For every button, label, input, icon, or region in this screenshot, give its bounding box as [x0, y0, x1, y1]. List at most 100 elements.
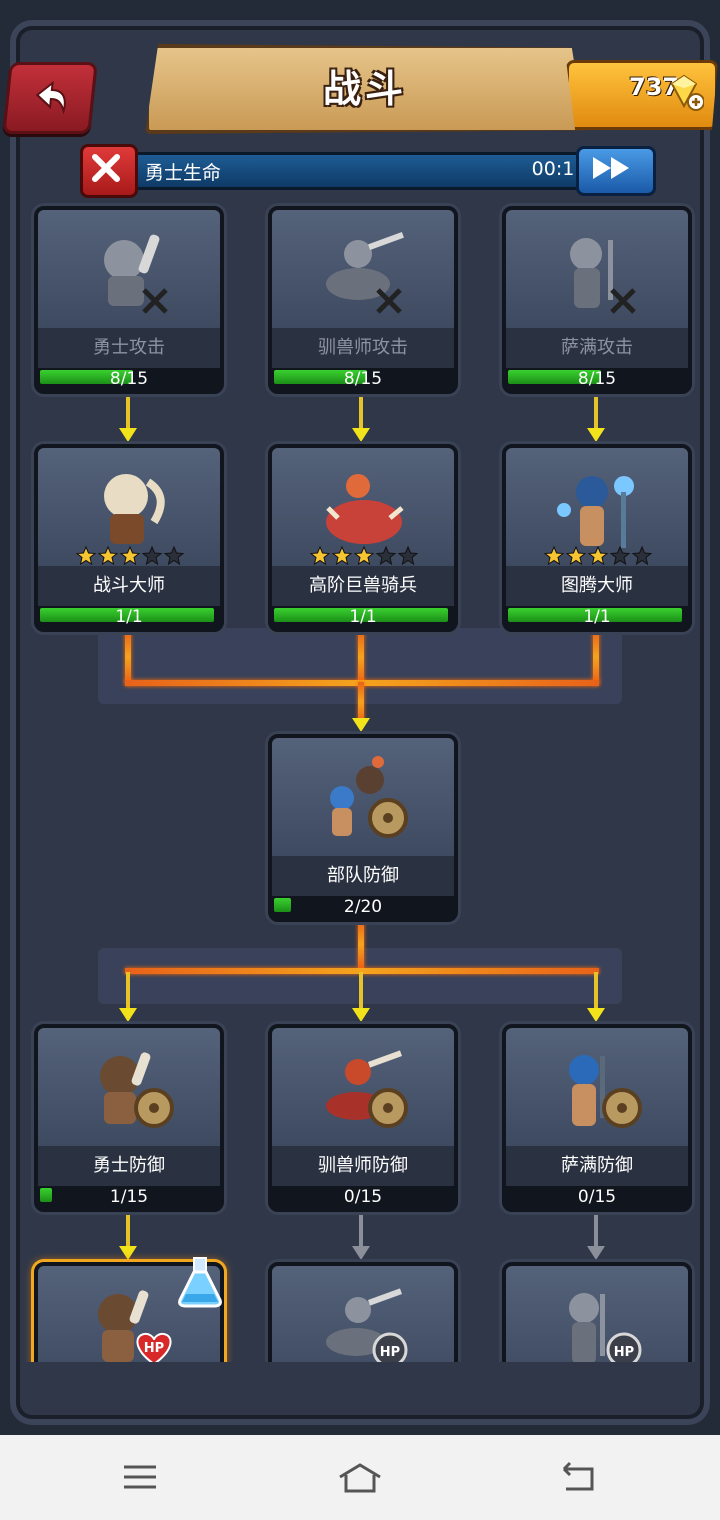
- back-nav-icon[interactable]: [558, 1459, 598, 1495]
- card-art: [272, 210, 454, 328]
- arrow-head: [587, 428, 605, 442]
- star-empty-icon: [164, 546, 184, 566]
- menu-icon[interactable]: [120, 1459, 160, 1495]
- title-banner: 战斗: [145, 44, 585, 134]
- skill-card-tamer-defense[interactable]: 驯兽师防御 0/15: [268, 1024, 458, 1212]
- fast-forward-icon: [593, 157, 629, 179]
- progress-bar: 8/15: [272, 368, 454, 390]
- card-art: [38, 1028, 220, 1146]
- progress-bar: 1/1: [38, 606, 220, 628]
- card-art: [272, 448, 454, 566]
- progress-fill: [508, 370, 601, 384]
- progress-fill: [274, 898, 291, 912]
- arrow-connector: [359, 390, 363, 428]
- card-art: [38, 210, 220, 328]
- shaman-portrait-icon: [570, 238, 636, 314]
- arrow-head-locked: [587, 1246, 605, 1260]
- progress-bar: 1/15: [38, 1186, 220, 1208]
- potion-flask-icon[interactable]: [172, 1254, 228, 1310]
- progress-text: 1/1: [349, 607, 377, 627]
- warrior-portrait-icon: [104, 234, 168, 314]
- arrow-connector: [594, 972, 598, 1008]
- progress-text: 0/15: [577, 1187, 617, 1207]
- skill-card-tamer-hp[interactable]: HP: [268, 1262, 458, 1362]
- cancel-button[interactable]: [80, 144, 138, 198]
- battle-master-portrait-icon: [104, 474, 165, 544]
- arrow-head: [352, 1008, 370, 1022]
- fast-forward-button[interactable]: [576, 146, 656, 196]
- tamer-portrait-icon: [326, 232, 404, 314]
- arrow-head: [119, 1246, 137, 1260]
- progress-text: 8/15: [109, 369, 149, 389]
- card-art: [38, 448, 220, 566]
- card-name: 勇士防御: [38, 1146, 220, 1186]
- warrior-defense-portrait-icon: [100, 1052, 174, 1128]
- progress-text: 0/15: [343, 1187, 383, 1207]
- card-art: [506, 448, 688, 566]
- progress-text: 2/20: [343, 897, 383, 917]
- card-name: 勇士攻击: [38, 328, 220, 368]
- progress-fill: [40, 1188, 52, 1202]
- card-art: [272, 1028, 454, 1146]
- lava-connector: [358, 630, 364, 684]
- progress-fill: [508, 608, 682, 622]
- star-rating: [76, 546, 186, 566]
- skill-card-warrior-attack[interactable]: 勇士攻击 8/15: [34, 206, 224, 394]
- star-empty-icon: [632, 546, 652, 566]
- skill-card-shaman-hp[interactable]: HP: [502, 1262, 692, 1362]
- skill-card-totem-master[interactable]: 图腾大师 1/1: [502, 444, 692, 632]
- card-name: 驯兽师防御: [272, 1146, 454, 1186]
- skill-card-shaman-attack[interactable]: 萨满攻击 8/15: [502, 206, 692, 394]
- lava-connector: [593, 630, 599, 684]
- card-art: [272, 738, 454, 856]
- skill-card-tamer-attack[interactable]: 驯兽师攻击 8/15: [268, 206, 458, 394]
- arrow-connector: [126, 972, 130, 1008]
- gem-count: 737: [629, 73, 680, 101]
- skill-card-troop-defense[interactable]: 部队防御 2/20: [268, 734, 458, 922]
- progress-bar: 0/15: [506, 1186, 688, 1208]
- arrow-connector: [594, 390, 598, 428]
- skill-card-shaman-defense[interactable]: 萨满防御 0/15: [502, 1024, 692, 1212]
- star-filled-icon: [120, 546, 140, 566]
- progress-text: 1/1: [583, 607, 611, 627]
- skill-card-beast-rider[interactable]: 高阶巨兽骑兵 1/1: [268, 444, 458, 632]
- arrow-connector: [126, 1210, 130, 1246]
- progress-bar: 8/15: [506, 368, 688, 390]
- hp-badge: HP: [614, 1345, 634, 1360]
- gem-plus-icon[interactable]: [664, 72, 704, 112]
- tamer-defense-portrait-icon: [326, 1050, 408, 1128]
- star-filled-icon: [544, 546, 564, 566]
- star-filled-icon: [76, 546, 96, 566]
- star-empty-icon: [610, 546, 630, 566]
- card-name: 高阶巨兽骑兵: [272, 566, 454, 606]
- tamer-hp-portrait-icon: HP: [326, 1288, 408, 1362]
- skill-card-battle-master[interactable]: 战斗大师 1/1: [34, 444, 224, 632]
- beast-rider-portrait-icon: [326, 474, 404, 544]
- arrow-connector-locked: [594, 1210, 598, 1246]
- timer-bar: 勇士生命 00:11:49: [80, 144, 656, 198]
- star-rating: [544, 546, 654, 566]
- progress-bar: 1/1: [506, 606, 688, 628]
- card-art: HP: [506, 1266, 688, 1362]
- progress-fill: [274, 608, 448, 622]
- totem-master-portrait-icon: [557, 476, 634, 548]
- arrow-head: [352, 718, 370, 732]
- skill-card-warrior-defense[interactable]: 勇士防御 1/15: [34, 1024, 224, 1212]
- hp-badge: HP: [380, 1345, 400, 1360]
- shaman-hp-portrait-icon: HP: [569, 1293, 642, 1362]
- arrow-connector: [359, 972, 363, 1008]
- card-name: 战斗大师: [38, 566, 220, 606]
- system-navbar: [0, 1435, 720, 1520]
- back-button[interactable]: [2, 62, 98, 134]
- home-icon[interactable]: [336, 1459, 384, 1495]
- card-name: 部队防御: [272, 856, 454, 896]
- progress-fill: [274, 370, 367, 384]
- progress-text: 1/1: [115, 607, 143, 627]
- timer-label: 勇士生命: [145, 162, 222, 184]
- progress-bar: 2/20: [272, 896, 454, 918]
- progress-bar: 8/15: [38, 368, 220, 390]
- star-filled-icon: [98, 546, 118, 566]
- shaman-defense-portrait-icon: [569, 1055, 642, 1128]
- star-filled-icon: [354, 546, 374, 566]
- progress-text: 1/15: [109, 1187, 149, 1207]
